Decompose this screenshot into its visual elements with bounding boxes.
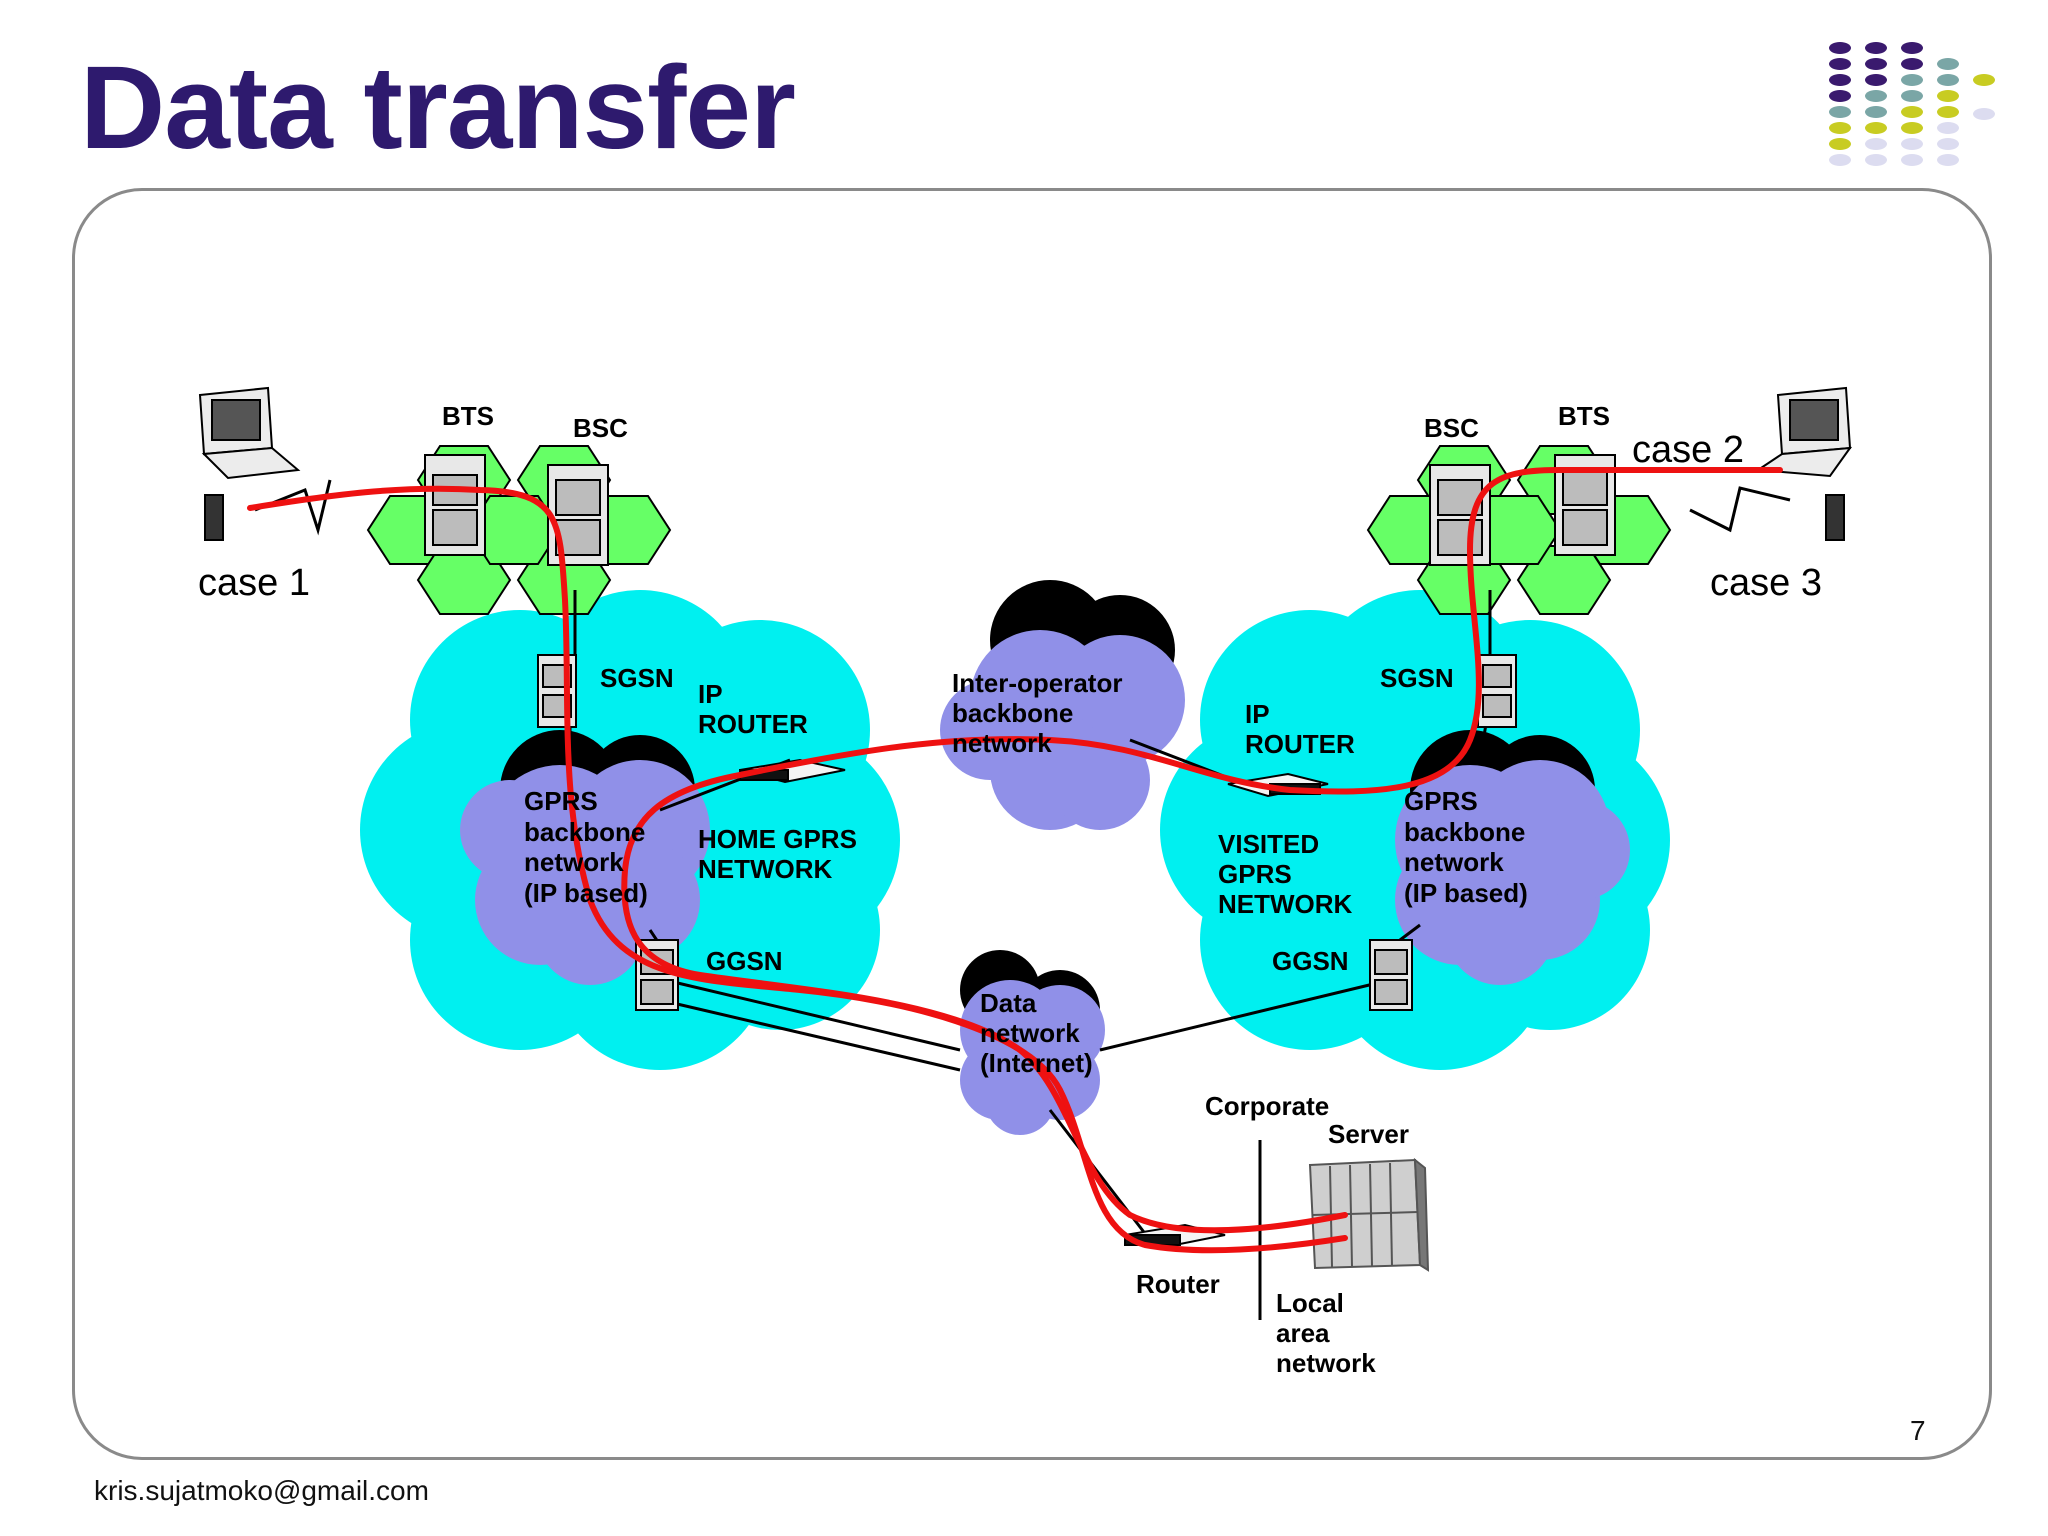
svg-text:network: network	[1276, 1348, 1376, 1378]
laptop-right-icon	[1755, 386, 1853, 541]
svg-text:Local: Local	[1276, 1288, 1344, 1318]
home-gprs-network-label: HOME GPRS NETWORK	[698, 824, 857, 884]
ggsn-right-label: GGSN	[1272, 946, 1349, 976]
diagram-frame	[72, 188, 1992, 1460]
svg-text:GPRS: GPRS	[1404, 786, 1478, 816]
visited-gprs-network-label: VISITED GPRS NETWORK	[1218, 829, 1353, 919]
page-number: 7	[1910, 1415, 1926, 1446]
slide-title: Data transfer	[80, 42, 796, 174]
router-left-label: ROUTER	[698, 709, 808, 739]
laptop-left-icon	[198, 386, 301, 541]
gprs-backbone-left-label: GPRS backbone network (IP based)	[524, 786, 648, 908]
svg-text:backbone: backbone	[1404, 817, 1525, 847]
router-right-label: ROUTER	[1245, 729, 1355, 759]
case2-label: case 2	[1632, 429, 1744, 471]
svg-text:NETWORK: NETWORK	[698, 854, 833, 884]
bts-left-label: BTS	[442, 401, 494, 431]
ggsn-left-label: GGSN	[706, 946, 783, 976]
svg-text:(IP based): (IP based)	[1404, 878, 1528, 908]
ggsn-right-icon	[1369, 939, 1413, 1011]
bsc-right-icon	[1429, 464, 1491, 566]
bsc-left-icon	[547, 464, 609, 566]
svg-text:backbone: backbone	[524, 817, 645, 847]
svg-text:NETWORK: NETWORK	[1218, 889, 1353, 919]
svg-text:network: network	[524, 847, 624, 877]
sgsn-right-label: SGSN	[1380, 663, 1454, 693]
corner-logo	[1829, 42, 1995, 166]
svg-text:Data: Data	[980, 988, 1037, 1018]
svg-text:Inter-operator: Inter-operator	[952, 668, 1122, 698]
lan-label: Local area network	[1276, 1288, 1376, 1378]
bsc-right-label: BSC	[1424, 413, 1479, 443]
sgsn-right-icon	[1477, 654, 1517, 728]
case3-label: case 3	[1710, 562, 1822, 604]
svg-text:GPRS: GPRS	[524, 786, 598, 816]
case1-label: case 1	[198, 562, 310, 604]
ip-right-label: IP	[1245, 699, 1270, 729]
svg-text:network: network	[980, 1018, 1080, 1048]
svg-text:network: network	[952, 728, 1052, 758]
svg-text:HOME GPRS: HOME GPRS	[698, 824, 857, 854]
svg-text:network: network	[1404, 847, 1504, 877]
svg-text:GPRS: GPRS	[1218, 859, 1292, 889]
gprs-backbone-right-label: GPRS backbone network (IP based)	[1404, 786, 1528, 908]
corporate-server-icon	[1308, 1157, 1430, 1272]
radio-link-left	[254, 479, 332, 536]
bts-left-icon	[424, 454, 486, 556]
data-network-label: Data network (Internet)	[980, 988, 1093, 1078]
svg-text:(IP based): (IP based)	[524, 878, 648, 908]
svg-text:(Internet): (Internet)	[980, 1048, 1093, 1078]
svg-text:backbone: backbone	[952, 698, 1073, 728]
corporate-label: Corporate	[1205, 1091, 1329, 1121]
sgsn-left-label: SGSN	[600, 663, 674, 693]
bts-right-label: BTS	[1558, 401, 1610, 431]
data-network-cloud	[960, 980, 1105, 1135]
ip-left-label: IP	[698, 679, 723, 709]
inter-operator-label: Inter-operator backbone network	[952, 668, 1122, 758]
gprs-backbone-right-cloud	[1395, 760, 1630, 985]
radio-link-right	[1689, 486, 1791, 533]
server-label: Server	[1328, 1119, 1409, 1149]
footer-email: kris.sujatmoko@gmail.com	[94, 1475, 429, 1506]
bsc-left-label: BSC	[573, 413, 628, 443]
svg-text:VISITED: VISITED	[1218, 829, 1319, 859]
svg-text:area: area	[1276, 1318, 1330, 1348]
router-label: Router	[1136, 1269, 1220, 1299]
data-path-routes	[247, 466, 1783, 1254]
home-cell-hexes	[367, 445, 671, 615]
